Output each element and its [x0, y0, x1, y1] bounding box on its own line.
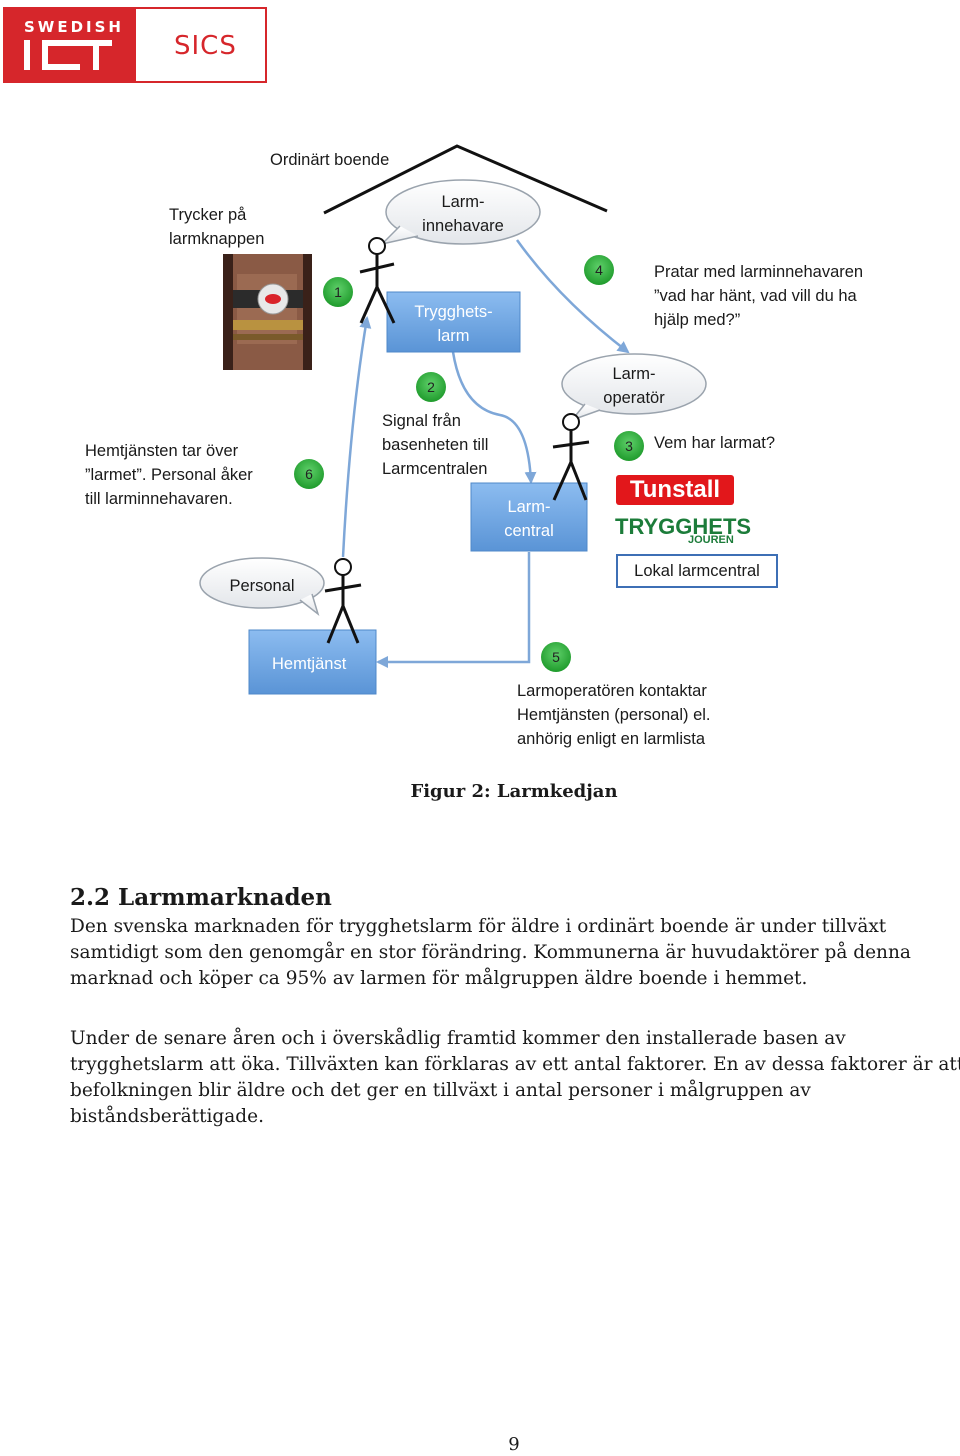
box-hemtjanst	[248, 629, 377, 695]
label-line: larm	[437, 327, 470, 345]
step-6-circle	[294, 459, 324, 489]
label-line: Larm-	[612, 365, 656, 383]
arrow-step2	[451, 351, 537, 484]
box-trygghetslarm-label: Trygghets- larm	[387, 300, 520, 348]
step-2-number: 2	[427, 379, 435, 395]
paragraph-1: Den svenska marknaden för trygghetslarm …	[70, 914, 960, 992]
step-2-circle	[416, 372, 446, 402]
text-line: befolkningen blir äldre och det ger en t…	[70, 1080, 811, 1101]
text-line: samtidigt som den genomgår en stor förän…	[70, 942, 911, 963]
label-ordinart-boende: Ordinärt boende	[270, 151, 390, 169]
step-5-number: 5	[552, 649, 560, 665]
step4-description: Pratar med larminnehavaren ”vad har hänt…	[654, 260, 863, 332]
bubble-larmoperator	[561, 353, 707, 422]
trygghetsjouren-logo-sub: JOUREN	[688, 534, 734, 546]
label-line: Trygghets-	[414, 303, 493, 321]
alarm-wristband-photo	[223, 254, 312, 370]
step6-description: Hemtjänsten tar över ”larmet”. Personal …	[85, 439, 253, 511]
step2-description: Signal från basenheten till Larmcentrale…	[382, 409, 488, 481]
box-trygghetslarm	[386, 291, 521, 353]
box-hemtjanst-label: Hemtjänst	[272, 655, 347, 673]
sics-logo-box	[134, 7, 267, 83]
figure-caption: Figur 2: Larmkedjan	[410, 781, 618, 802]
arrow-step4	[515, 239, 630, 354]
box-larmcentral	[470, 482, 588, 552]
bubble-larmoperator-label: Larm- operatör	[574, 362, 694, 410]
text-line: biståndsberättigade.	[70, 1106, 264, 1127]
label-trycker-pa: Trycker på larmknappen	[169, 203, 264, 251]
box-larmcentral-label: Larm- central	[471, 495, 587, 543]
label-line: hjälp med?”	[654, 311, 741, 329]
ict-logo-mark	[24, 40, 112, 70]
stick-figure-personal	[324, 558, 362, 644]
text-line: marknad och köper ca 95% av larmen för m…	[70, 968, 808, 989]
label-line: anhörig enligt en larmlista	[517, 730, 706, 748]
label-line: larmknappen	[169, 230, 265, 248]
label-line: Larmoperatören kontaktar	[517, 682, 707, 700]
label-line: Hemtjänsten tar över	[85, 442, 239, 460]
larmkedjan-diagram	[199, 144, 707, 695]
label-line: innehavare	[422, 217, 504, 235]
step-1-number: 1	[334, 284, 342, 300]
page-number: 9	[508, 1434, 520, 1455]
label-line: ”larmet”. Personal åker	[85, 466, 253, 484]
bubble-larminnehavare-label: Larm- innehavare	[400, 190, 526, 238]
step-6-number: 6	[305, 466, 313, 482]
label-line: basenheten till	[382, 436, 489, 454]
arrow-step5	[376, 552, 531, 668]
label-line: Signal från	[382, 412, 461, 430]
step-3-number: 3	[625, 438, 633, 454]
stick-figure-larmoperator	[552, 413, 590, 501]
step5-description: Larmoperatören kontaktar Hemtjänsten (pe…	[517, 679, 711, 751]
step-5-circle	[541, 642, 571, 672]
step-1-circle	[323, 277, 353, 307]
label-line: central	[504, 522, 554, 540]
label-line: Larmcentralen	[382, 460, 488, 478]
section-heading: 2.2 Larmmarknaden	[70, 884, 332, 911]
lokal-larmcentral-box: Lokal larmcentral	[616, 554, 778, 588]
text-line: trygghetslarm att öka. Tillväxten kan fö…	[70, 1054, 960, 1075]
label-line: Larm-	[441, 193, 485, 211]
label-line: ”vad har hänt, vad vill du ha	[654, 287, 857, 305]
label-line: Larm-	[507, 498, 551, 516]
bubble-personal-label: Personal	[229, 577, 295, 595]
arrow-step6	[341, 316, 372, 558]
step-4-number: 4	[595, 262, 603, 278]
label-line: till larminnehavaren.	[85, 490, 233, 508]
label-line: operatör	[603, 389, 665, 407]
label-line: Hemtjänsten (personal) el.	[517, 706, 711, 724]
label-line: Pratar med larminnehavaren	[654, 263, 864, 281]
stick-figure-larminnehavare	[359, 237, 396, 324]
tunstall-logo: Tunstall	[616, 475, 734, 505]
house-roof	[323, 144, 608, 215]
bubble-personal	[199, 557, 325, 617]
step-3-circle	[614, 431, 644, 461]
step3-description: Vem har larmat?	[654, 434, 776, 452]
text-line: Under de senare åren och i överskådlig f…	[70, 1028, 846, 1049]
step-4-circle	[584, 255, 614, 285]
sics-logo-text: SICS	[174, 31, 237, 61]
paragraph-2: Under de senare åren och i överskådlig f…	[70, 1026, 960, 1130]
text-line: Den svenska marknaden för trygghetslarm …	[70, 916, 887, 937]
trygghetsjouren-logo: TRYGGHETS	[615, 514, 752, 539]
label-line: Trycker på	[169, 206, 247, 224]
logo-swedish-text: SWEDISH	[24, 18, 124, 36]
